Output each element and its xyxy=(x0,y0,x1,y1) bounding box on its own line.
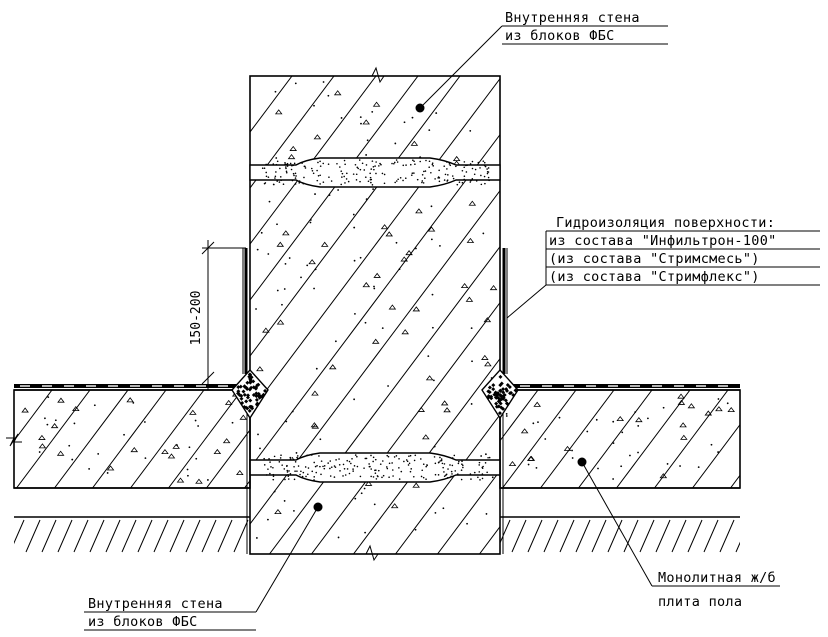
waterproofing-title: Гидроизоляция поверхности: xyxy=(556,215,775,231)
wall-bottom-label-1: Внутренняя стена xyxy=(88,596,223,612)
break-line-bottom xyxy=(365,544,379,562)
break-line-top xyxy=(371,66,385,84)
dimension-height: 150-200 xyxy=(189,240,246,390)
break-line-left xyxy=(6,433,22,447)
callout-slab: Монолитная ж/б плита пола xyxy=(577,457,780,610)
mortar-joint-bottom-fill xyxy=(263,454,491,481)
base-layer xyxy=(14,487,740,518)
waterproofing-option-2: (из состава "Стримсмесь") xyxy=(549,251,760,267)
waterproofing-option-3: (из состава "Стримфлекс") xyxy=(549,269,760,285)
mortar-joint-top-fill xyxy=(261,159,490,186)
soil-right xyxy=(500,519,740,553)
callout-wall-bottom: Внутренняя стена из блоков ФБС xyxy=(84,502,323,631)
waterproofing-wall xyxy=(242,248,508,554)
dimension-label: 150-200 xyxy=(189,291,204,346)
waterproofing-option-1: из состава "Инфильтрон-100" xyxy=(549,233,777,249)
mortar-joint-top xyxy=(249,157,501,188)
slab-label-1: Монолитная ж/б xyxy=(658,570,776,586)
wall-bottom-label-2: из блоков ФБС xyxy=(88,614,198,630)
soil-left xyxy=(14,519,249,553)
waterproofing-slab xyxy=(14,384,740,391)
corner-fillet-left xyxy=(231,368,269,420)
wall-top-label-2: из блоков ФБС xyxy=(505,28,615,44)
callout-wall-top: Внутренняя стена из блоков ФБС xyxy=(415,10,668,113)
wall-top-label-1: Внутренняя стена xyxy=(505,10,640,26)
callout-waterproofing: Гидроизоляция поверхности: из состава "И… xyxy=(506,215,820,319)
corner-fillet-right xyxy=(481,368,519,420)
slab-label-2: плита пола xyxy=(658,594,742,610)
wall-blocks xyxy=(249,66,501,562)
